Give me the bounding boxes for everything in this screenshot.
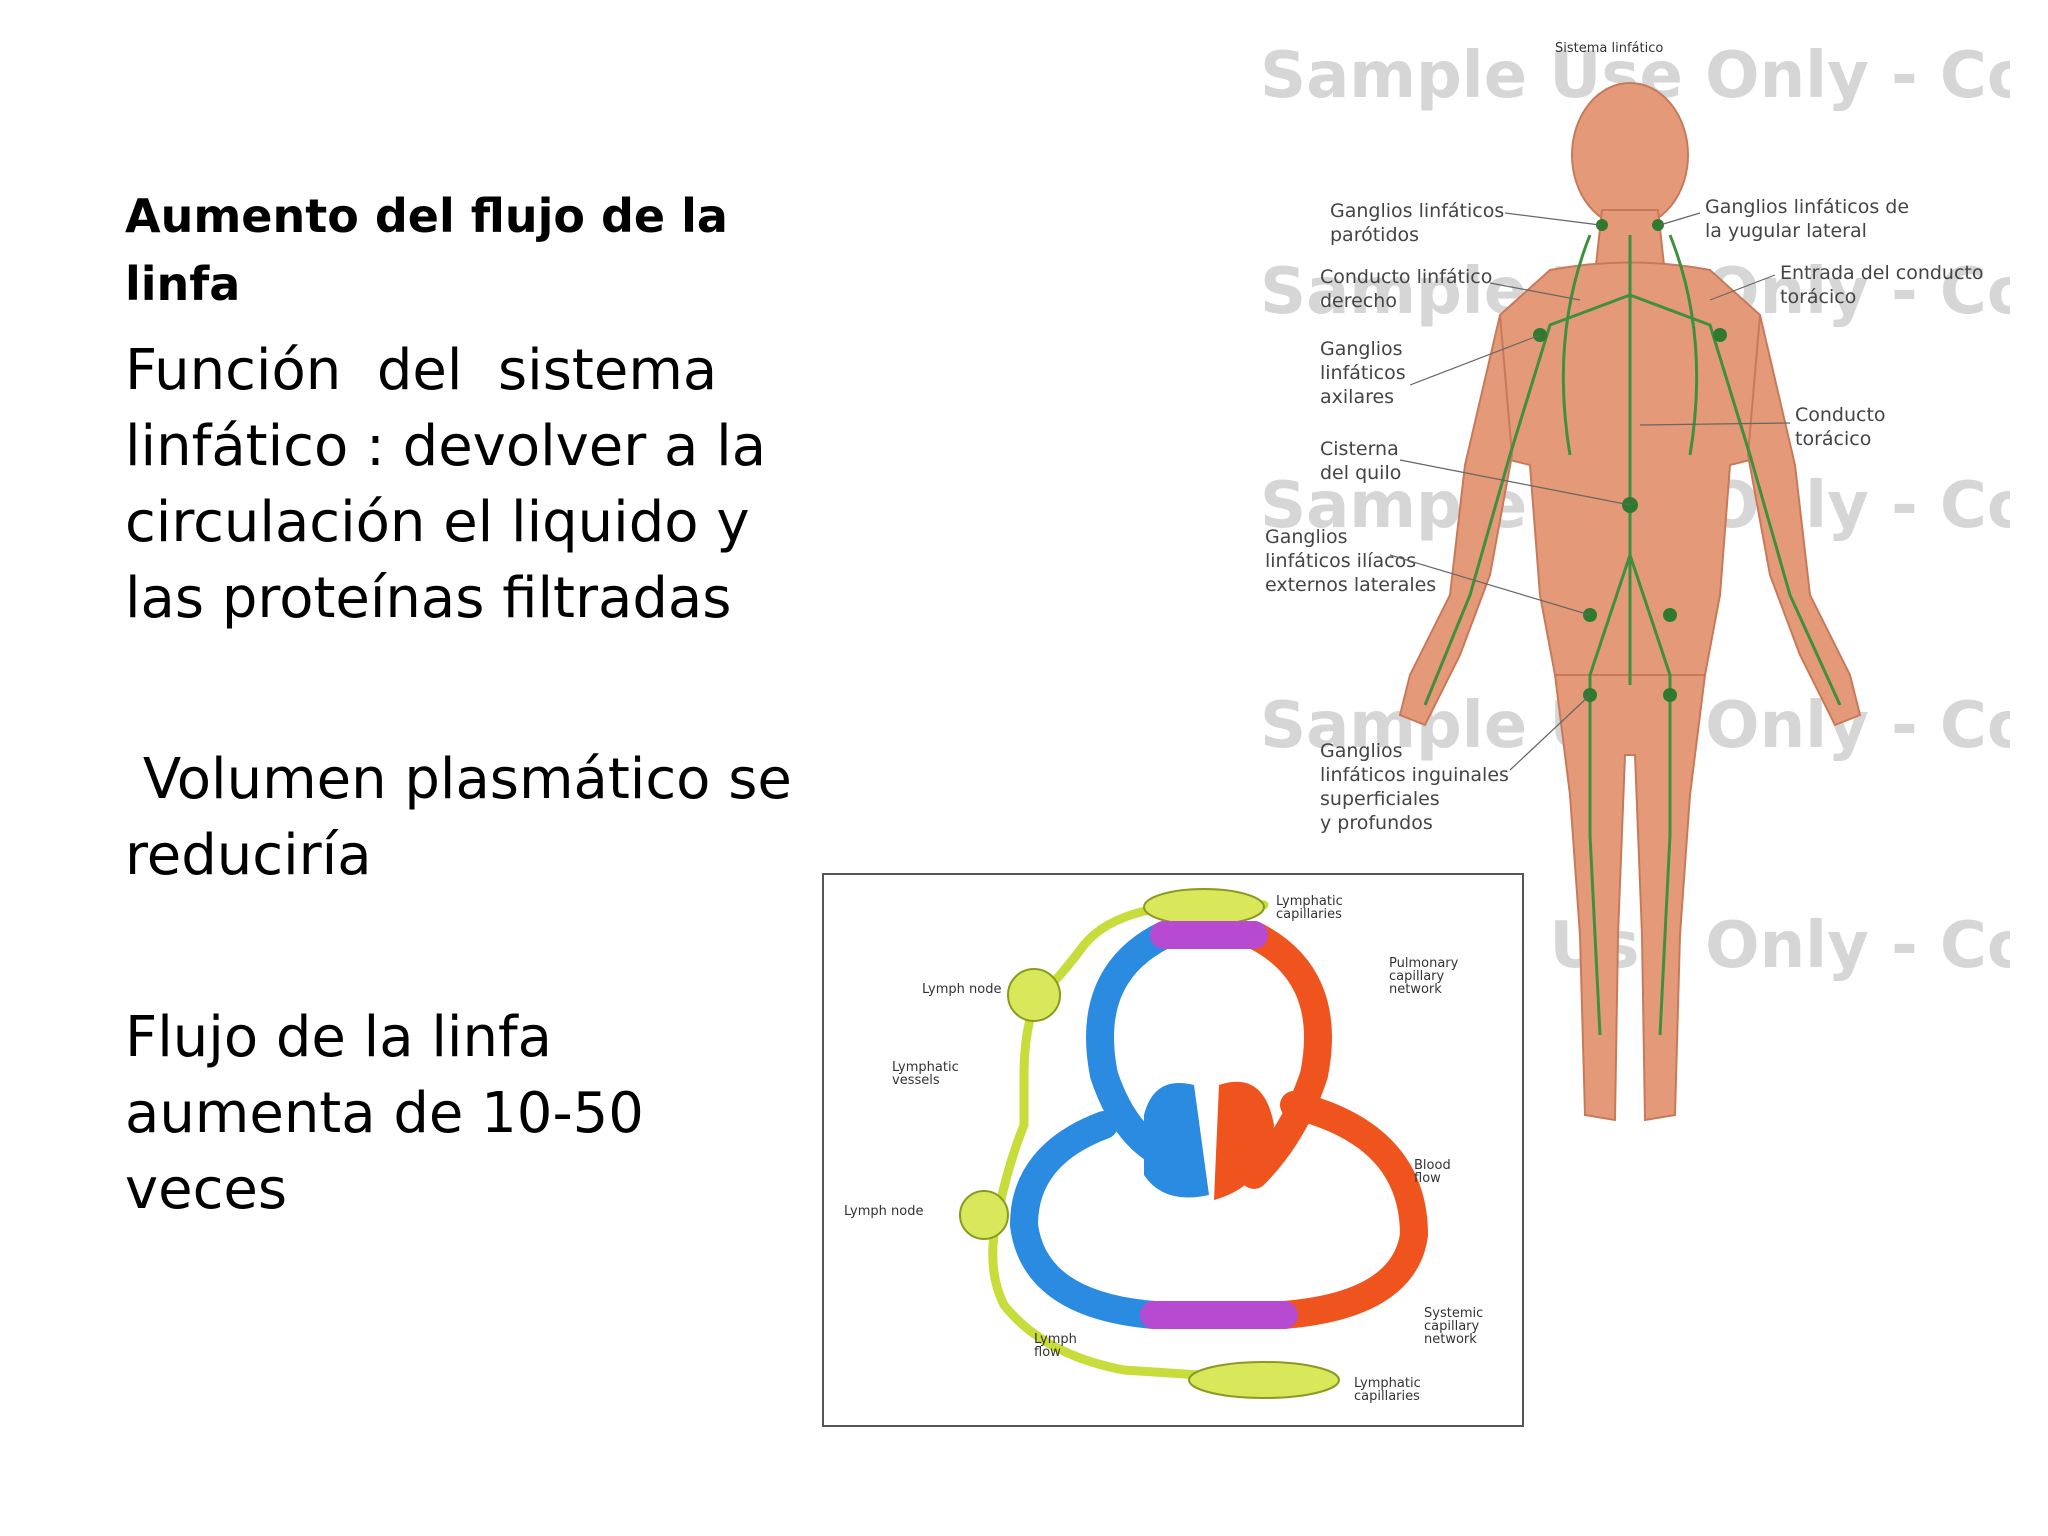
- svg-text:capillaries: capillaries: [1354, 1389, 1420, 1404]
- svg-text:Lymph: Lymph: [1034, 1332, 1077, 1347]
- leader-lines: [1389, 212, 1791, 771]
- svg-text:network: network: [1389, 982, 1442, 997]
- paragraph-volume: Volumen plasmático se reduciría: [125, 747, 810, 888]
- svg-text:Ganglios: Ganglios: [1320, 338, 1403, 360]
- svg-text:Ganglios linfáticos de: Ganglios linfáticos de: [1705, 196, 1909, 218]
- svg-text:Cisterna: Cisterna: [1320, 438, 1399, 460]
- svg-text:Pulmonary: Pulmonary: [1389, 956, 1459, 971]
- svg-text:y profundos: y profundos: [1320, 812, 1433, 834]
- svg-text:flow: flow: [1034, 1345, 1061, 1360]
- svg-text:axilares: axilares: [1320, 386, 1394, 408]
- svg-text:Ganglios: Ganglios: [1265, 526, 1348, 548]
- svg-text:Lymphatic: Lymphatic: [1354, 1376, 1421, 1391]
- svg-text:Conducto: Conducto: [1795, 404, 1886, 426]
- lymph-nodes-circ: [959, 888, 1340, 1399]
- svg-text:capillaries: capillaries: [1276, 907, 1342, 922]
- left-labels: Ganglios linfáticos parótidos Conducto l…: [1265, 200, 1509, 834]
- svg-text:Lymph node: Lymph node: [922, 982, 1001, 997]
- svg-text:Ganglios linfáticos: Ganglios linfáticos: [1330, 200, 1504, 222]
- svg-text:Blood: Blood: [1414, 1158, 1451, 1173]
- svg-text:derecho: derecho: [1320, 290, 1397, 312]
- svg-text:Lymphatic: Lymphatic: [1276, 894, 1343, 909]
- circulation-labels: Lymphatic capillaries Pulmonary capillar…: [844, 894, 1483, 1404]
- svg-text:torácico: torácico: [1795, 428, 1871, 450]
- svg-text:Systemic: Systemic: [1424, 1306, 1483, 1321]
- svg-text:externos laterales: externos laterales: [1265, 574, 1436, 596]
- figure-body-title: Sistema linfático: [1555, 41, 1663, 56]
- svg-text:superficiales: superficiales: [1320, 788, 1440, 810]
- svg-text:Conducto linfático: Conducto linfático: [1320, 266, 1492, 288]
- heart: [1144, 1081, 1274, 1200]
- svg-text:Lymphatic: Lymphatic: [892, 1060, 959, 1075]
- blood-circulation: [1009, 921, 1429, 1329]
- svg-text:Ganglios: Ganglios: [1320, 740, 1403, 762]
- svg-text:del quilo: del quilo: [1320, 462, 1401, 484]
- human-body-illustration: [1398, 82, 1862, 1122]
- paragraph-flow: Flujo de la linfa aumenta de 10-50 veces: [125, 1005, 662, 1222]
- svg-text:parótidos: parótidos: [1330, 224, 1419, 246]
- slide-title: Aumento del flujo de la linfa: [125, 189, 728, 311]
- svg-text:Lymph node: Lymph node: [844, 1204, 923, 1219]
- svg-text:flow: flow: [1414, 1171, 1441, 1186]
- svg-text:capillary: capillary: [1424, 1319, 1480, 1334]
- svg-text:vessels: vessels: [892, 1073, 940, 1088]
- circulation-diagram: Lymphatic capillaries Pulmonary capillar…: [822, 873, 1524, 1427]
- svg-text:capillary: capillary: [1389, 969, 1445, 984]
- svg-text:linfáticos inguinales: linfáticos inguinales: [1320, 764, 1509, 786]
- svg-text:la yugular lateral: la yugular lateral: [1705, 220, 1867, 242]
- svg-text:network: network: [1424, 1332, 1477, 1347]
- paragraph-function: Función del sistema linfático : devolver…: [125, 338, 784, 631]
- lymph-vessels: [1423, 234, 1842, 1036]
- svg-text:Entrada del conducto: Entrada del conducto: [1780, 262, 1984, 284]
- svg-text:linfáticos ilíacos: linfáticos ilíacos: [1265, 550, 1416, 572]
- svg-text:linfáticos: linfáticos: [1320, 362, 1406, 384]
- right-labels: Ganglios linfáticos de la yugular latera…: [1705, 196, 1984, 450]
- svg-text:torácico: torácico: [1780, 286, 1856, 308]
